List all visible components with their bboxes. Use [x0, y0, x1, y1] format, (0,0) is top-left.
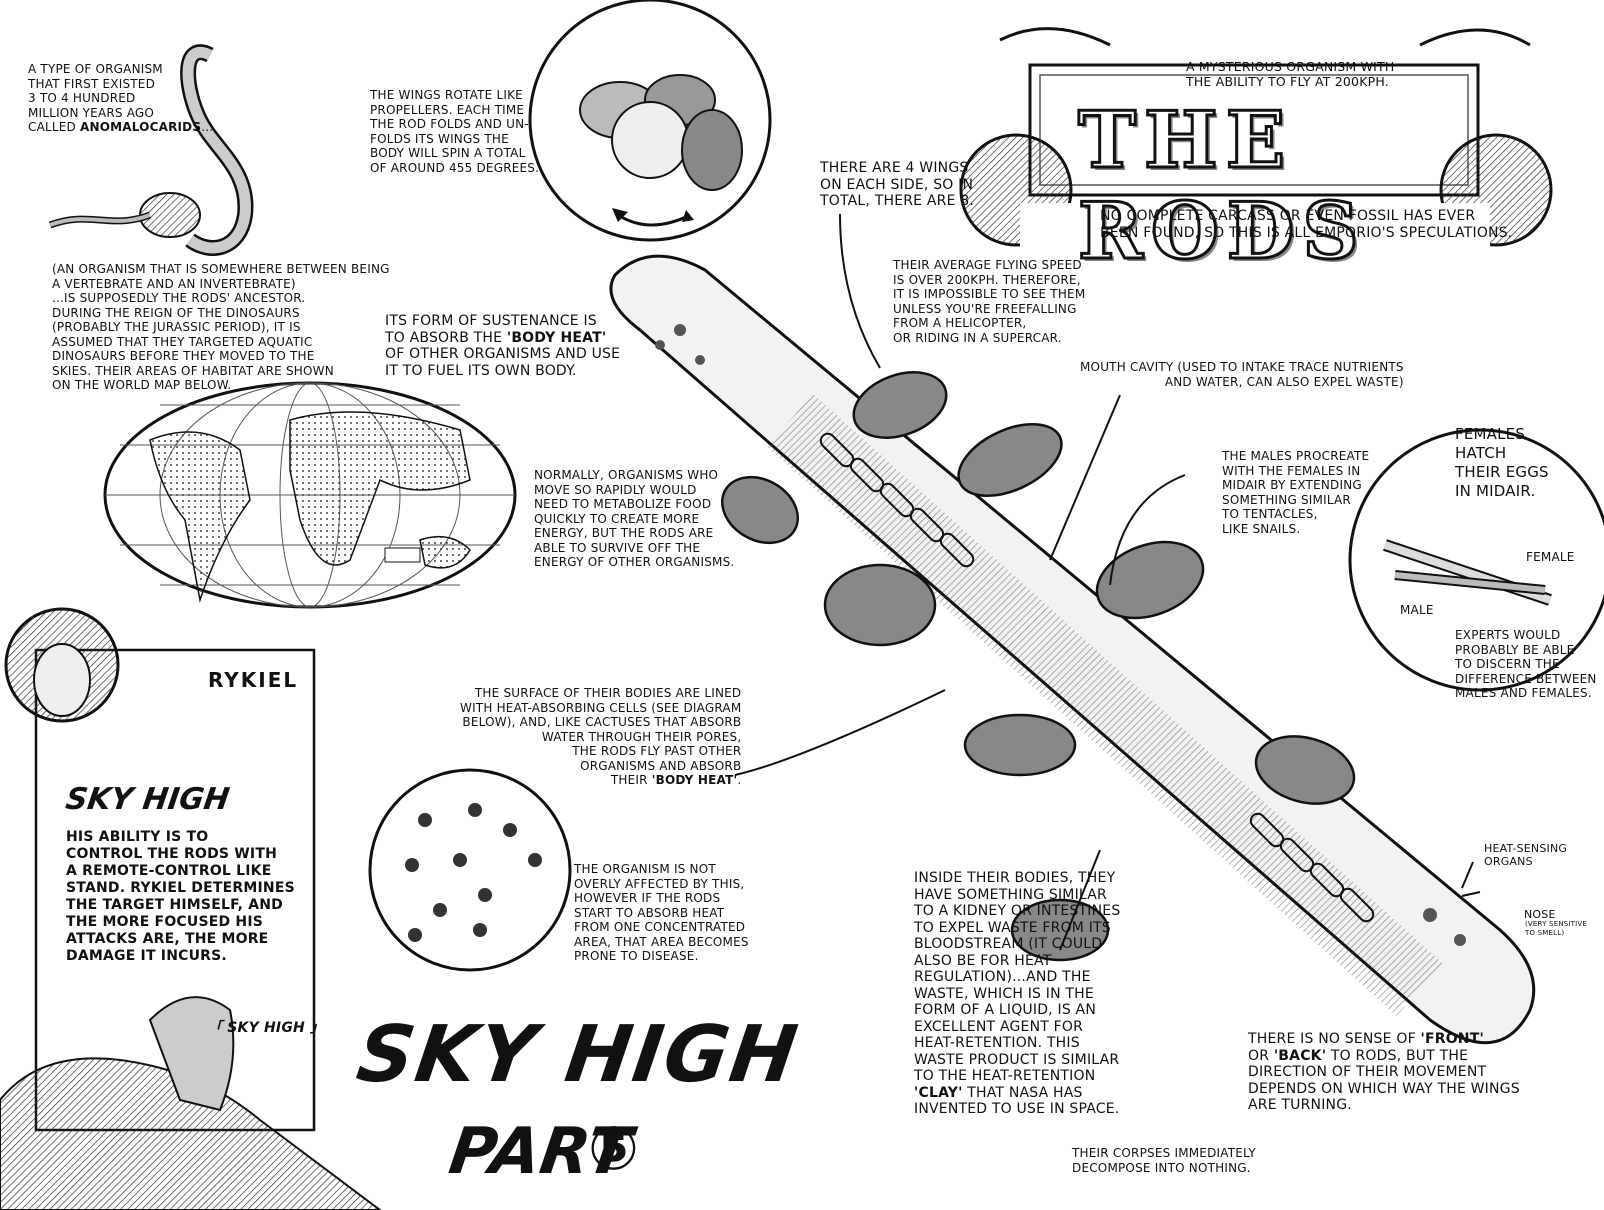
disease-note: THE ORGANISM IS NOT OVERLY AFFECTED BY T…: [574, 862, 749, 963]
sustenance-text-b: OF OTHER ORGANISMS AND USE IT TO FUEL IT…: [385, 346, 621, 379]
surface-text-b: .: [737, 773, 742, 787]
chapter-number: ⑤: [588, 1114, 639, 1184]
corpses-note: THEIR CORPSES IMMEDIATELY DECOMPOSE INTO…: [1072, 1146, 1256, 1175]
surface-text-a: THE SURFACE OF THEIR BODIES ARE LINED WI…: [460, 686, 742, 787]
ancestor-intro: A TYPE OF ORGANISM THAT FIRST EXISTED 3 …: [28, 62, 213, 135]
front-back-text-c: TO RODS, BUT THE DIRECTION OF THEIR MOVE…: [1248, 1047, 1520, 1114]
heat-sensing-label: HEAT-SENSING ORGANS: [1484, 842, 1568, 868]
leader-lines: [734, 213, 1481, 951]
nose-label: NOSE: [1524, 908, 1556, 921]
title-banner: [959, 27, 1553, 248]
ancestor-intro-text: A TYPE OF ORGANISM THAT FIRST EXISTED 3 …: [28, 62, 163, 134]
metabolism-note: NORMALLY, ORGANISMS WHO MOVE SO RAPIDLY …: [534, 468, 735, 569]
kidney-note: INSIDE THEIR BODIES, THEY HAVE SOMETHING…: [914, 870, 1120, 1118]
mouth-cavity-note: MOUTH CAVITY (USED TO INTAKE TRACE NUTRI…: [1080, 360, 1404, 389]
surface-note: THE SURFACE OF THEIR BODIES ARE LINED WI…: [460, 686, 741, 788]
front-back-note: THERE IS NO SENSE OF 'FRONT' OR 'BACK' T…: [1248, 1031, 1520, 1114]
wings-count-note: THERE ARE 4 WINGS ON EACH SIDE, SO IN TO…: [820, 160, 975, 209]
ancestor-intro-end: ...: [201, 120, 214, 134]
wings-rotate-note: THE WINGS ROTATE LIKE PROPELLERS. EACH T…: [370, 88, 540, 175]
sustenance-body-heat: 'BODY HEAT': [506, 329, 607, 346]
sky-high-caption: 「 SKY HIGH 」: [208, 1020, 325, 1036]
rykiel-name: RYKIEL: [208, 668, 299, 692]
kidney-text-b: THAT NASA HAS INVENTED TO USE IN SPACE.: [914, 1084, 1120, 1118]
surface-body-heat: 'BODY HEAT': [651, 773, 738, 787]
males-note: THE MALES PROCREATE WITH THE FEMALES IN …: [1222, 449, 1370, 536]
sustenance-text-a: ITS FORM OF SUSTENANCE IS TO ABSORB THE: [385, 313, 597, 346]
female-label: FEMALE: [1526, 550, 1575, 564]
experts-note: EXPERTS WOULD PROBABLY BE ABLE TO DISCER…: [1455, 628, 1597, 700]
eggs-title: FEMALES HATCH THEIR EGGS IN MIDAIR.: [1455, 425, 1549, 500]
front-term: 'FRONT': [1420, 1031, 1484, 1047]
mating-diagram: [1348, 428, 1604, 692]
rykiel-ability: HIS ABILITY IS TO CONTROL THE RODS WITH …: [66, 829, 295, 964]
ancestor-description: (AN ORGANISM THAT IS SOMEWHERE BETWEEN B…: [52, 262, 390, 392]
sustenance-note: ITS FORM OF SUSTENANCE IS TO ABSORB THE …: [385, 313, 620, 379]
kidney-text-a: INSIDE THEIR BODIES, THEY HAVE SOMETHING…: [914, 870, 1121, 1084]
back-term: 'BACK': [1273, 1047, 1327, 1064]
banner-disclaimer: NO COMPLETE CARCASS OR EVEN FOSSIL HAS E…: [1100, 208, 1513, 241]
kidney-clay: 'CLAY': [914, 1084, 963, 1101]
male-label: MALE: [1400, 603, 1434, 617]
banner-tagline: A MYSTERIOUS ORGANISM WITH THE ABILITY T…: [1186, 59, 1395, 89]
rod-illustration: [609, 254, 1536, 1045]
rykiel-panel: [0, 607, 382, 1210]
heat-cells-diagram: [368, 768, 572, 972]
nose-note: (VERY SENSITIVE TO SMELL): [1525, 920, 1588, 937]
chapter-title: SKY HIGH: [351, 1010, 805, 1100]
anomalocarid-illustration: [48, 44, 254, 256]
banner-title: THE RODS: [1077, 94, 1367, 279]
stand-name: SKY HIGH: [63, 782, 232, 817]
front-back-text-b: OR: [1248, 1047, 1270, 1064]
speed-note: THEIR AVERAGE FLYING SPEED IS OVER 200KP…: [893, 258, 1086, 345]
front-back-text-a: THERE IS NO SENSE OF: [1248, 1031, 1421, 1047]
world-map: [103, 381, 517, 609]
ancestor-term: ANOMALOCARIDS: [80, 120, 202, 134]
wing-rotation-diagram: [528, 0, 772, 242]
